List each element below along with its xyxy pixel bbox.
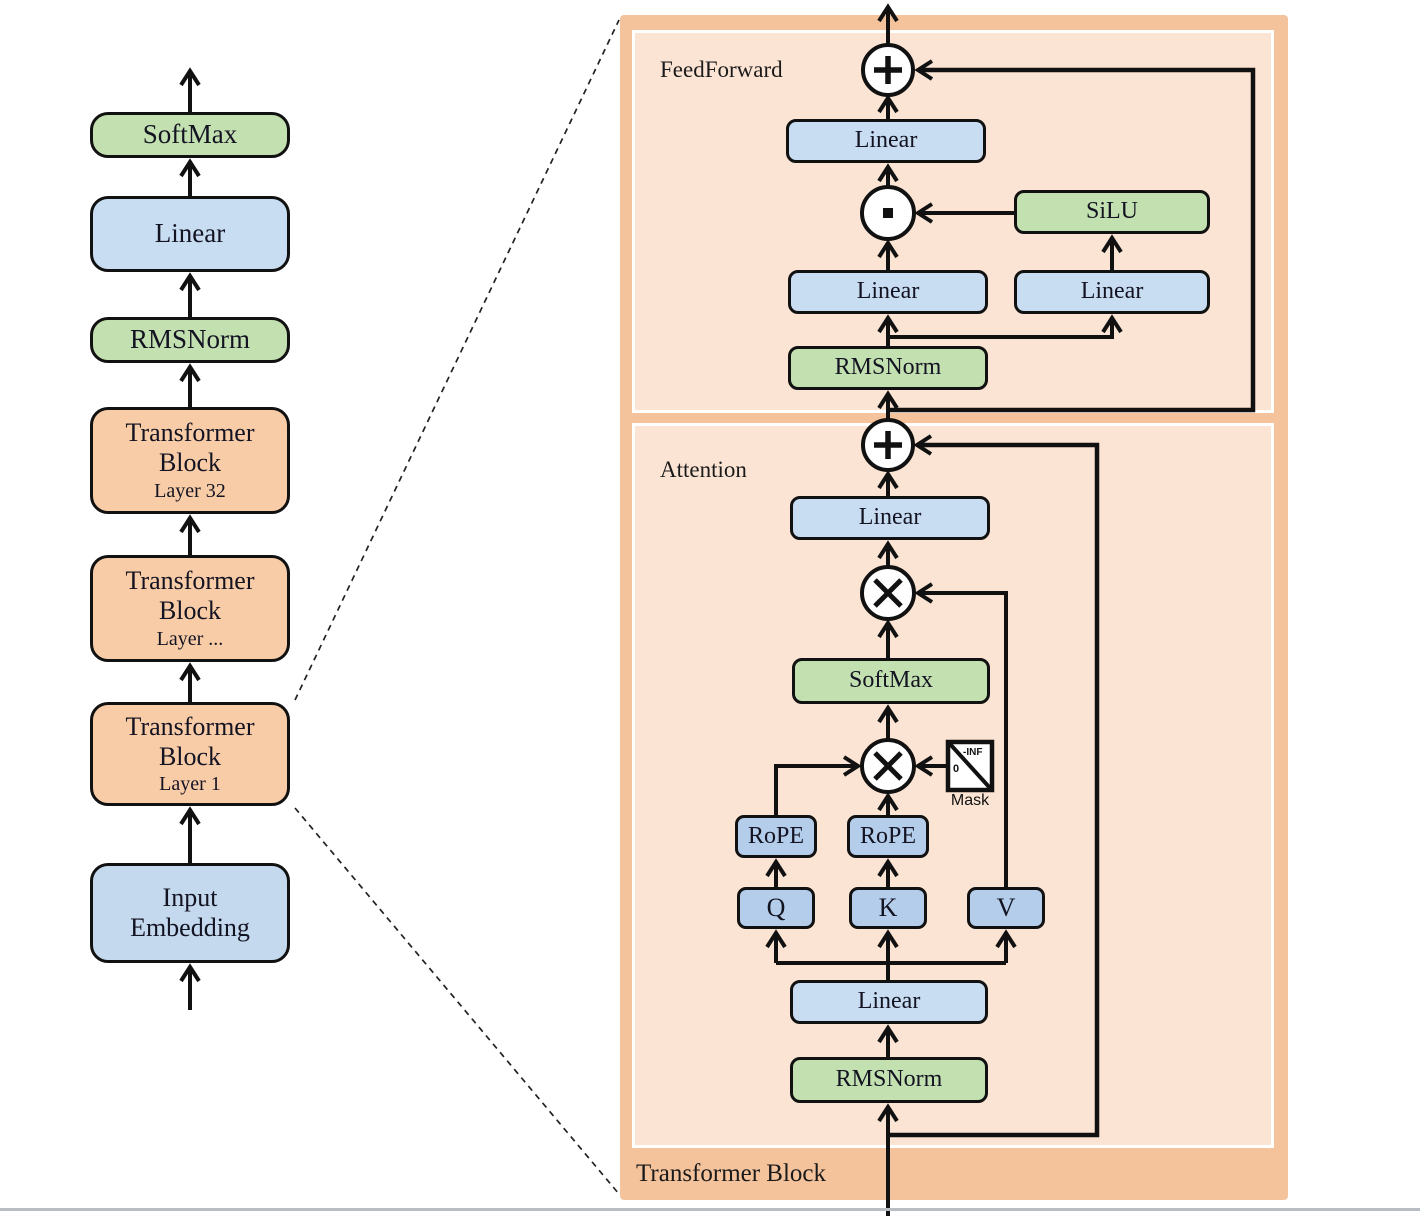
rope-q-label: RoPE	[747, 822, 804, 849]
add-icon-attention	[861, 418, 915, 472]
v-label: V	[996, 893, 1016, 923]
rope-k-block: RoPE	[847, 815, 929, 858]
page-bottom-rule	[0, 1208, 1420, 1211]
attention-connectors	[765, 434, 1100, 1216]
softmax-output-label: SoftMax	[142, 119, 238, 150]
transformer-block-layer-ellipsis: Transformer Block Layer ...	[90, 555, 290, 662]
transformer-block-layer-1: Transformer Block Layer 1	[90, 702, 290, 806]
ff-linear-up-block: Linear	[1014, 270, 1210, 314]
ff-linear-down-block: Linear	[786, 119, 986, 163]
ff-linear-down-label: Linear	[854, 127, 918, 154]
attn-softmax-block: SoftMax	[792, 658, 990, 704]
transformer-block-panel-title: Transformer Block	[636, 1160, 827, 1187]
multiply-icon-scores-v	[860, 565, 916, 621]
input-embedding-block: Input Embedding	[90, 863, 290, 963]
mask-icon	[945, 739, 995, 793]
transformer-block-layer-32: Transformer Block Layer 32	[90, 407, 290, 514]
attention-section-label: Attention	[660, 457, 747, 482]
rope-k-label: RoPE	[859, 822, 916, 849]
mask-label: Mask	[950, 792, 990, 809]
rope-q-block: RoPE	[735, 815, 817, 858]
zoom-guide-lines	[294, 19, 620, 1195]
mask-upper-value: -INF	[963, 747, 983, 758]
q-projection-block: Q	[737, 887, 815, 929]
attn-linear-out-label: Linear	[858, 504, 922, 531]
attn-softmax-label: SoftMax	[849, 667, 933, 694]
ff-silu-label: SiLU	[1085, 198, 1138, 225]
attn-rmsnorm-block: RMSNorm	[790, 1057, 988, 1103]
linear-output-label: Linear	[154, 218, 226, 249]
block-sublabel: Layer 1	[159, 773, 221, 796]
ff-rmsnorm-label: RMSNorm	[834, 354, 942, 381]
ff-linear-up-label: Linear	[1080, 278, 1144, 305]
block-label: Transformer Block	[125, 566, 255, 625]
ff-rmsnorm-block: RMSNorm	[788, 346, 988, 390]
block-label: Transformer Block	[125, 418, 255, 477]
attn-linear-in-label: Linear	[857, 988, 921, 1015]
q-label: Q	[766, 893, 786, 923]
mask-lower-value: 0	[953, 763, 960, 775]
feedforward-section-label: FeedForward	[660, 57, 783, 82]
ff-linear-gate-label: Linear	[856, 278, 920, 305]
block-label: Transformer Block	[125, 711, 255, 771]
attn-linear-out-block: Linear	[790, 496, 990, 540]
multiply-icon-qk	[860, 738, 916, 794]
dot-icon	[860, 185, 916, 241]
input-embedding-label: Input Embedding	[130, 883, 250, 942]
add-icon-feedforward	[861, 43, 915, 97]
softmax-output-block: SoftMax	[90, 112, 290, 158]
block-sublabel: Layer ...	[156, 627, 224, 650]
attn-rmsnorm-label: RMSNorm	[835, 1066, 943, 1093]
attn-linear-in-block: Linear	[790, 980, 988, 1024]
linear-output-block: Linear	[90, 196, 290, 272]
v-projection-block: V	[967, 887, 1045, 929]
rmsnorm-final-label: RMSNorm	[129, 324, 251, 355]
k-label: K	[878, 893, 898, 923]
ff-silu-block: SiLU	[1014, 190, 1210, 234]
feedforward-connectors	[877, 3, 1256, 419]
block-sublabel: Layer 32	[154, 479, 226, 502]
ff-linear-gate-block: Linear	[788, 270, 988, 314]
k-projection-block: K	[849, 887, 927, 929]
rmsnorm-final-block: RMSNorm	[90, 317, 290, 363]
